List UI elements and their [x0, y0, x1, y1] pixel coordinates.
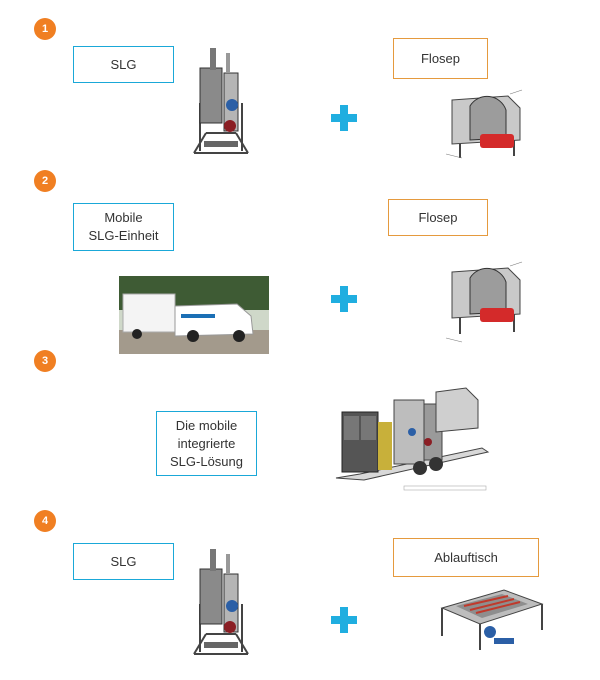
step-2-badge: 2: [34, 170, 56, 192]
label-line: SLG-Lösung: [170, 453, 243, 469]
mobile-slg-trailer-image: [335, 387, 490, 491]
step-1-badge: 1: [34, 18, 56, 40]
step-4-drain-table-label: Ablauftisch: [393, 538, 539, 577]
label-line: Die mobile: [175, 417, 238, 433]
plus-icon: [331, 607, 357, 633]
step-2-mobile-slg-label: Mobile SLG-Einheit: [73, 203, 174, 251]
label-line: SLG-Einheit: [88, 228, 159, 243]
label-line: Mobile: [104, 210, 143, 225]
van-trailer-photo: [119, 276, 269, 354]
flosep-machine-image: [445, 89, 523, 159]
step-3-badge: 3: [34, 350, 56, 372]
step-3-mobile-integrated-slg-label: Die mobile integrierte SLG-Lösung: [156, 411, 257, 476]
step-4-slg-label: SLG: [73, 543, 174, 580]
slg-unit-image: [193, 549, 249, 655]
step-1-flosep-label: Flosep: [393, 38, 488, 79]
step-4-badge: 4: [34, 510, 56, 532]
plus-icon: [331, 105, 357, 131]
step-1-slg-label: SLG: [73, 46, 174, 83]
label-line: integrierte: [177, 435, 236, 451]
flosep-machine-image: [445, 261, 523, 343]
drain-table-image: [440, 589, 544, 650]
step-2-flosep-label: Flosep: [388, 199, 488, 236]
plus-icon: [331, 286, 357, 312]
slg-unit-image: [193, 48, 249, 154]
